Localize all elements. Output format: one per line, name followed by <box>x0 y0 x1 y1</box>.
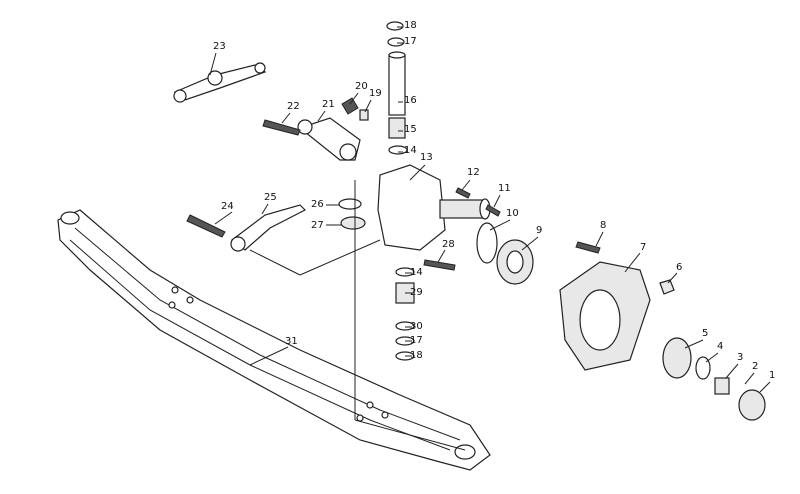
callout-4: 4 <box>717 341 724 352</box>
callout-20: 20 <box>355 81 368 92</box>
callout-16: 16 <box>404 95 417 106</box>
kingpin <box>388 54 406 116</box>
callout-17-lower: 17 <box>410 335 423 346</box>
axle-beam <box>57 209 491 471</box>
callout-2: 2 <box>752 361 759 372</box>
bolt-22 <box>262 119 301 136</box>
callout-5: 5 <box>702 328 709 339</box>
steering-knuckle <box>377 164 446 251</box>
callout-14: 14 <box>404 145 417 156</box>
callout-18: 18 <box>404 20 417 31</box>
callout-12: 12 <box>467 167 480 178</box>
callout-18-lower: 18 <box>410 350 423 361</box>
bolt-20 <box>341 97 359 115</box>
nut-3 <box>714 377 730 395</box>
callout-15: 15 <box>404 124 417 135</box>
callout-31: 31 <box>285 336 298 347</box>
callout-10: 10 <box>506 208 519 219</box>
callout-3: 3 <box>737 352 744 363</box>
bolt-24 <box>186 214 226 238</box>
callout-21: 21 <box>322 99 335 110</box>
callout-19: 19 <box>369 88 382 99</box>
callout-26: 26 <box>311 199 324 210</box>
washer-4 <box>695 356 711 380</box>
callout-1: 1 <box>769 370 776 381</box>
callout-9: 9 <box>536 225 543 236</box>
callout-11: 11 <box>498 183 511 194</box>
callout-8: 8 <box>600 220 607 231</box>
steering-arm-25 <box>231 204 307 251</box>
callout-22: 22 <box>287 101 300 112</box>
hub-cap <box>738 389 766 421</box>
callout-6: 6 <box>676 262 683 273</box>
callout-14-lower: 14 <box>410 267 423 278</box>
seal-10 <box>476 222 498 264</box>
callout-28: 28 <box>442 239 455 250</box>
callout-30: 30 <box>410 321 423 332</box>
bearing-5 <box>662 337 692 379</box>
callout-27: 27 <box>311 220 324 231</box>
callout-7: 7 <box>640 242 647 253</box>
callout-29: 29 <box>410 287 423 298</box>
callout-25: 25 <box>264 192 277 203</box>
callout-24: 24 <box>221 201 234 212</box>
callout-23: 23 <box>213 41 226 52</box>
callout-13: 13 <box>420 152 433 163</box>
callout-17: 17 <box>404 36 417 47</box>
